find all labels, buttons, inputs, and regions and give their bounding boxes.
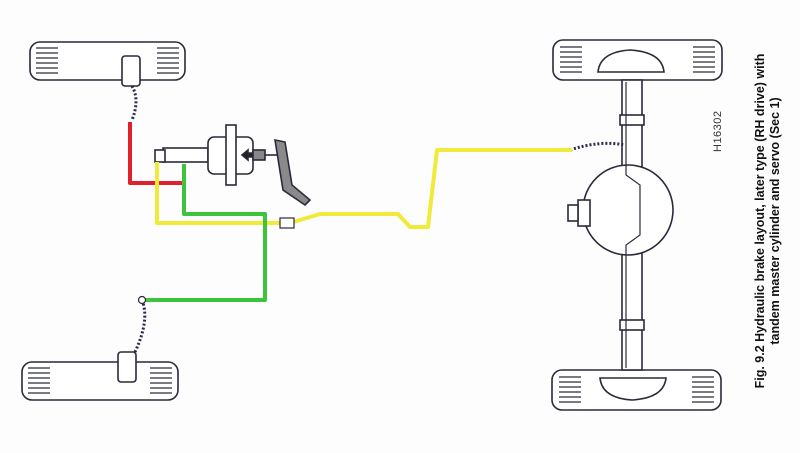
brake-line-green (142, 164, 267, 302)
front-left-wheel (29, 41, 186, 87)
flexible-hose (133, 299, 147, 353)
brake-pedal (265, 138, 312, 207)
front-right-wheel (21, 351, 179, 401)
caption-line-1: Fig. 9.2 Hydraulic brake layout, later t… (753, 53, 767, 389)
rear-right-wheel (551, 369, 722, 411)
flexible-hose (569, 141, 626, 152)
line-connector (279, 217, 295, 229)
brake-line-yellow (155, 148, 572, 229)
line-union (137, 295, 147, 305)
brake-servo (207, 124, 266, 186)
rear-left-wheel (552, 39, 723, 81)
reference-code: H16302 (712, 110, 724, 152)
caption-line-2: tandem master cylinder and servo (Sec 1) (768, 97, 782, 345)
figure-caption: Fig. 9.2 Hydraulic brake layout, later t… (753, 16, 783, 426)
master-cylinder (154, 147, 209, 163)
brake-line-red (128, 122, 182, 185)
rear-axle (567, 79, 674, 371)
flexible-hose (130, 85, 138, 121)
